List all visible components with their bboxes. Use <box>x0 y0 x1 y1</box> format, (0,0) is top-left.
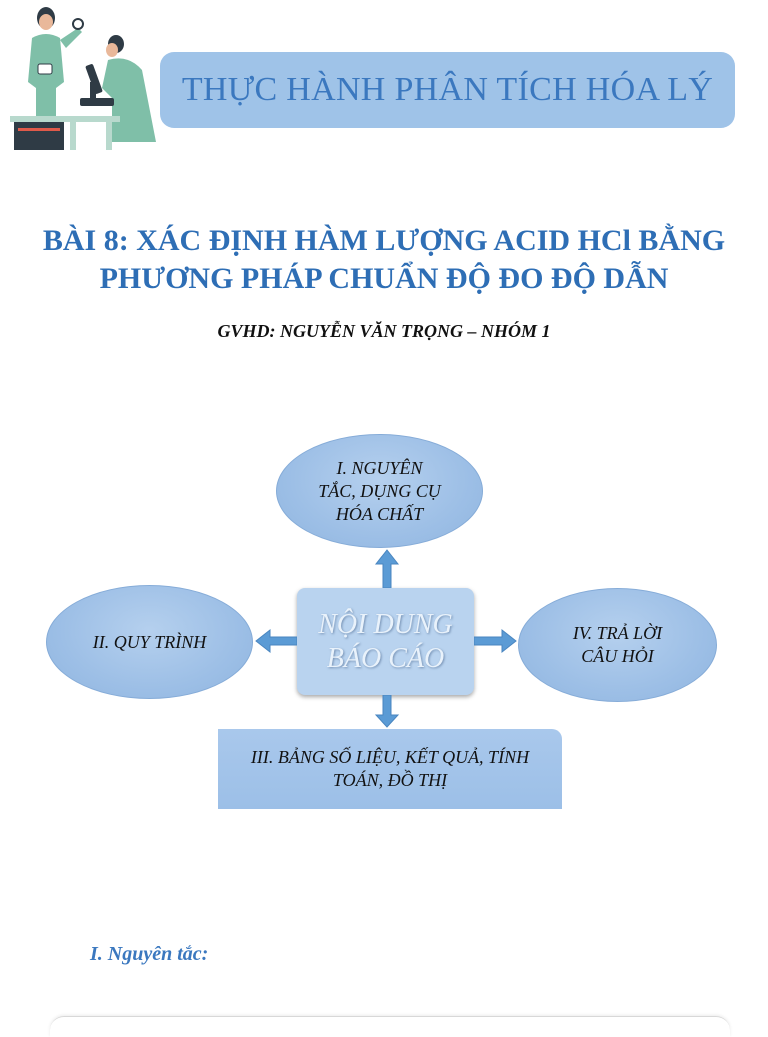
diagram-node-procedure: II. QUY TRÌNH <box>46 585 253 699</box>
arrow-up-icon <box>374 549 400 588</box>
lab-scientists-illustration-icon <box>10 7 156 150</box>
node-bottom-line1: III. BẢNG SỐ LIỆU, KẾT QUẢ, TÍNH <box>250 747 530 767</box>
diagram-center-box: NỘI DUNG BÁO CÁO <box>297 588 474 695</box>
header-title: THỰC HÀNH PHÂN TÍCH HÓA LÝ <box>181 71 714 108</box>
node-bottom-line2: TOÁN, ĐỒ THỊ <box>332 770 448 790</box>
center-line1: NỘI DUNG <box>318 608 453 640</box>
lesson-subtitle: GVHD: NGUYỄN VĂN TRỌNG – NHÓM 1 <box>217 321 551 341</box>
node-top-line3: HÓA CHẤT <box>335 503 424 524</box>
lesson-title: BÀI 8: XÁC ĐỊNH HÀM LƯỢNG ACID HCl BẰNG … <box>0 222 768 298</box>
diagram-node-answers: IV. TRẢ LỜI CÂU HỎI <box>518 588 717 702</box>
lesson-title-line2: PHƯƠNG PHÁP CHUẨN ĐỘ ĐO ĐỘ DẪN <box>99 262 669 295</box>
node-left-line1: II. QUY TRÌNH <box>92 631 207 652</box>
diagram-node-results: III. BẢNG SỐ LIỆU, KẾT QUẢ, TÍNH TOÁN, Đ… <box>218 729 562 809</box>
section-heading: I. Nguyên tắc: <box>90 943 209 965</box>
node-right-line2: CÂU HỎI <box>581 646 654 666</box>
lesson-title-line1: BÀI 8: XÁC ĐỊNH HÀM LƯỢNG ACID HCl BẰNG <box>42 224 726 257</box>
arrow-left-icon <box>255 628 297 654</box>
arrow-right-icon <box>474 628 517 654</box>
node-top-line1: I. NGUYÊN <box>336 457 423 478</box>
next-page-edge <box>50 1016 730 1037</box>
node-right-line1: IV. TRẢ LỜI <box>572 623 663 643</box>
node-top-line2: TẮC, DỤNG CỤ <box>318 480 441 501</box>
header-banner: THỰC HÀNH PHÂN TÍCH HÓA LÝ <box>160 52 735 128</box>
center-line2: BÁO CÁO <box>326 642 445 674</box>
diagram-node-principle: I. NGUYÊN TẮC, DỤNG CỤ HÓA CHẤT <box>276 434 483 548</box>
arrow-down-icon <box>374 695 400 728</box>
